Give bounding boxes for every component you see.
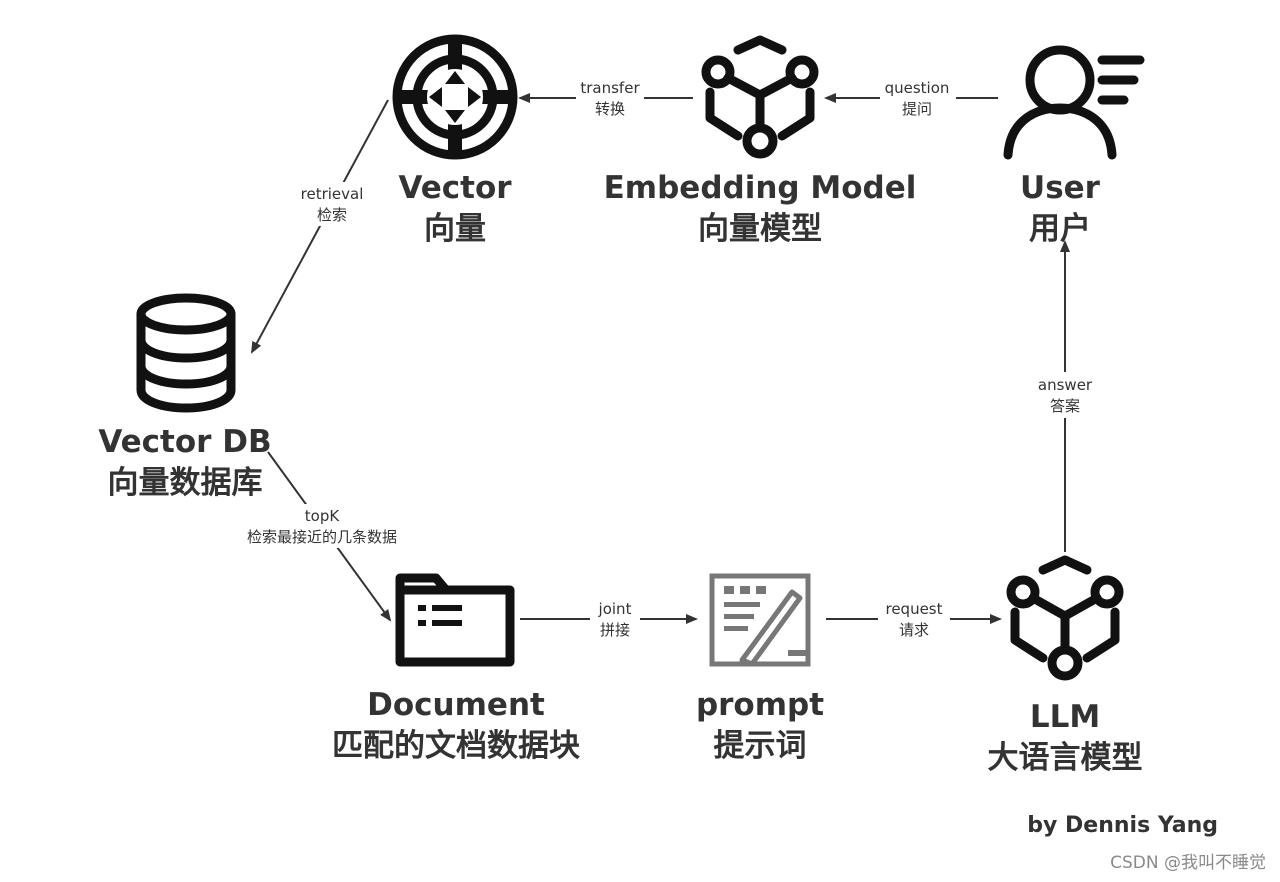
embedding-model-title-zh: 向量模型 (698, 211, 822, 247)
network-hexagon-icon (1006, 555, 1124, 681)
user-icon (1003, 45, 1145, 160)
edge-topk: topK 检索最接近的几条数据 (232, 451, 412, 622)
edge-joint: joint 拼接 (520, 598, 698, 642)
edge-retrieval: retrieval 检索 (251, 99, 389, 354)
node-user: User 用户 (1003, 45, 1145, 247)
edge-label-retrieval: retrieval (301, 185, 364, 203)
watermark: CSDN @我叫不睡觉 (1110, 853, 1266, 873)
user-title: User (1020, 170, 1101, 206)
node-vector-db: Vector DB 向量数据库 (98, 293, 272, 501)
document-edit-icon (709, 573, 811, 667)
target-compass-icon (392, 34, 518, 160)
edge-answer: answer 答案 (1032, 240, 1098, 552)
edge-label-transfer-zh: 转换 (595, 100, 625, 118)
edge-request: request 请求 (826, 598, 1002, 642)
edge-label-request-zh: 请求 (899, 621, 929, 639)
edge-label-joint: joint (598, 600, 632, 618)
database-icon (136, 293, 236, 413)
llm-title-zh: 大语言模型 (988, 740, 1143, 776)
edge-question: question 提问 (824, 77, 998, 119)
document-title-zh: 匹配的文档数据块 (332, 728, 580, 764)
embedding-model-title: Embedding Model (604, 170, 917, 206)
edge-label-retrieval-zh: 检索 (317, 206, 347, 224)
user-title-zh: 用户 (1029, 211, 1091, 247)
author-credit: by Dennis Yang (1027, 813, 1218, 838)
edge-label-answer-zh: 答案 (1050, 397, 1080, 415)
node-vector: Vector 向量 (392, 34, 518, 247)
node-document: Document 匹配的文档数据块 (332, 573, 580, 764)
edge-label-topk-zh: 检索最接近的几条数据 (247, 528, 397, 546)
edge-label-request: request (885, 600, 942, 618)
vector-title: Vector (398, 170, 512, 206)
vector-title-zh: 向量 (424, 211, 486, 247)
prompt-title: prompt (696, 687, 824, 723)
prompt-title-zh: 提示词 (714, 728, 807, 764)
edge-label-transfer: transfer (580, 79, 640, 97)
vector-db-title-zh: 向量数据库 (108, 465, 263, 501)
edge-label-answer: answer (1038, 376, 1093, 394)
vector-db-title: Vector DB (98, 424, 271, 460)
edge-label-question: question (885, 79, 950, 97)
network-hexagon-icon (701, 35, 819, 159)
edge-label-joint-zh: 拼接 (600, 621, 630, 639)
document-title: Document (367, 687, 545, 723)
folder-icon (395, 573, 515, 667)
edge-label-question-zh: 提问 (902, 100, 932, 118)
node-prompt: prompt 提示词 (696, 573, 824, 764)
node-llm: LLM 大语言模型 (988, 555, 1143, 776)
llm-title: LLM (1030, 699, 1100, 735)
edge-transfer: transfer 转换 (518, 77, 693, 119)
edge-label-topk: topK (305, 507, 341, 525)
node-embedding-model: Embedding Model 向量模型 (604, 35, 917, 247)
